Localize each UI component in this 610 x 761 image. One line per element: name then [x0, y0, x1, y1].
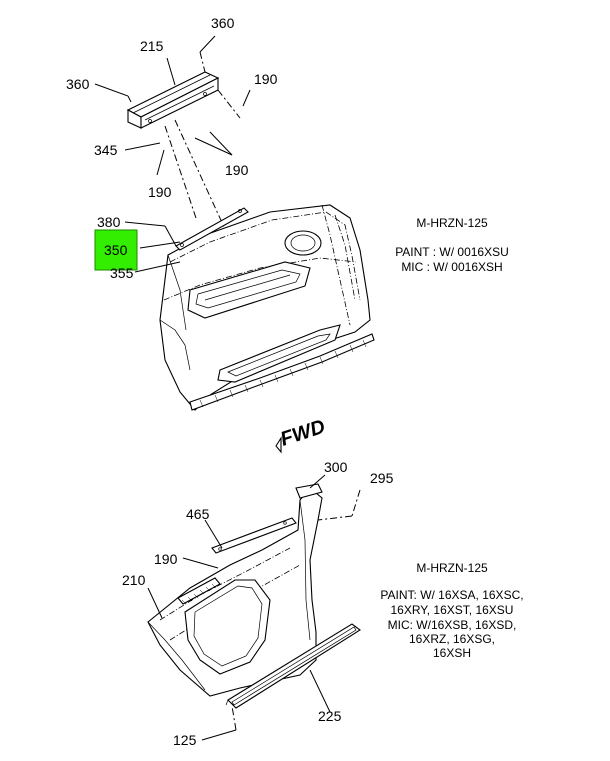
bracket-215	[126, 71, 220, 129]
upper-note-paint: PAINT : W/ 0016XSU	[395, 245, 509, 259]
callout-295: 295	[370, 470, 394, 486]
upper-note-mic: MIC : W/ 0016XSH	[401, 260, 502, 274]
upper-door-panel	[159, 204, 375, 411]
callout-355: 355	[110, 265, 134, 281]
callout-350: 350	[104, 242, 128, 258]
callout-215: 215	[140, 38, 164, 54]
lower-note-line5: 16XSH	[433, 646, 471, 660]
callout-465: 465	[186, 506, 210, 522]
fwd-indicator: FWD	[275, 416, 328, 454]
callout-360-left: 360	[66, 76, 90, 92]
callout-190-right: 190	[254, 71, 278, 87]
upper-note: M-HRZN-125 PAINT : W/ 0016XSU MIC : W/ 0…	[395, 216, 509, 274]
highlight-box-350	[94, 229, 138, 271]
upper-note-model: M-HRZN-125	[416, 216, 488, 230]
lower-door-panel	[147, 483, 323, 697]
callout-210: 210	[122, 572, 146, 588]
callout-190-bottom-right: 190	[225, 162, 249, 178]
lower-note-line4: 16XRZ, 16XSG,	[409, 632, 495, 646]
callout-190-bottom-left: 190	[148, 184, 172, 200]
sill-strip-225	[225, 623, 361, 709]
callout-345: 345	[94, 142, 118, 158]
callout-125: 125	[173, 732, 197, 748]
lower-note-line1: PAINT: W/ 16XSA, 16XSC,	[380, 588, 523, 602]
lower-note-line3: MIC: W/16XSB, 16XSD,	[388, 618, 517, 632]
lower-note-model: M-HRZN-125	[416, 561, 488, 575]
callout-380: 380	[97, 214, 121, 230]
callout-300: 300	[324, 459, 348, 475]
lower-note-line2: 16XRY, 16XST, 16XSU	[391, 603, 514, 617]
lower-note: M-HRZN-125 PAINT: W/ 16XSA, 16XSC, 16XRY…	[380, 561, 523, 660]
fwd-label: FWD	[278, 416, 328, 451]
callout-190-lower: 190	[154, 551, 178, 567]
callout-360-top: 360	[211, 15, 235, 31]
callout-225: 225	[318, 708, 342, 724]
